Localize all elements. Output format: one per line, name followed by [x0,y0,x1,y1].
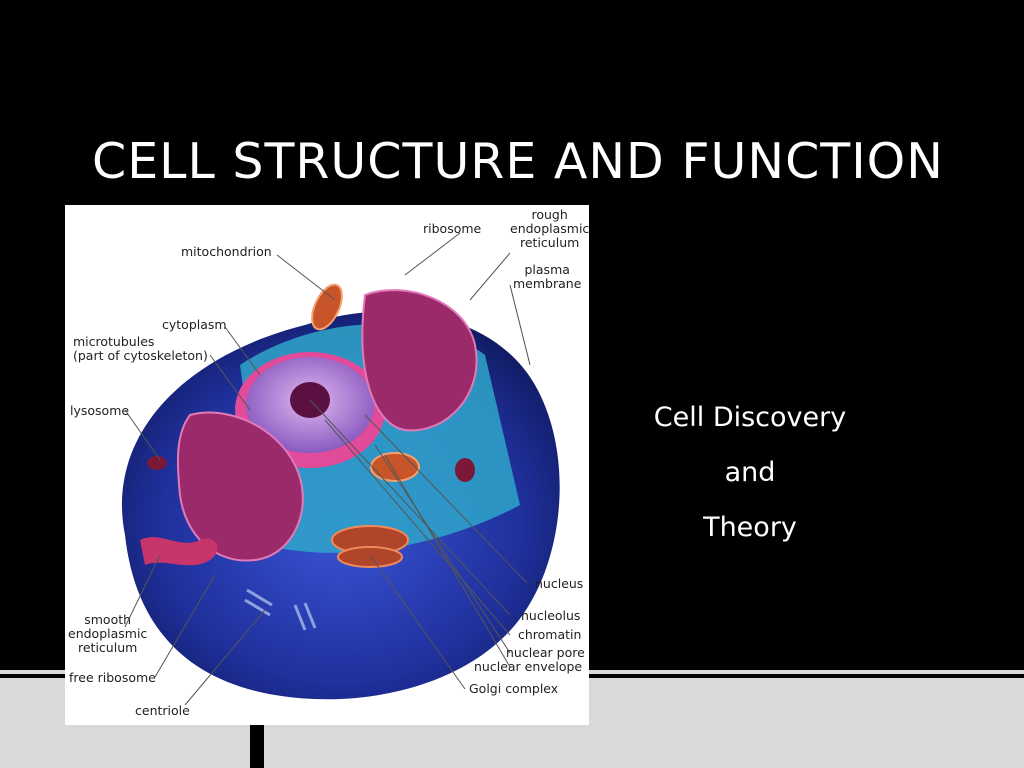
golgi-shape [331,525,409,568]
mitochondrion-shape [311,283,343,331]
lysosome-shape [147,456,167,470]
label-microtubules: microtubules (part of cytoskeleton) [73,334,208,363]
label-nucleolus: nucleolus [521,608,581,623]
cell-illustration [121,232,560,706]
label-golgi-complex: Golgi complex [469,681,559,696]
leader-lines [124,232,531,706]
label-centriole: centriole [135,703,190,718]
slide-title: CELL STRUCTURE AND FUNCTION [92,133,944,190]
label-smooth-er: smooth endoplasmic reticulum [68,612,148,655]
lysosome-shape-2 [455,458,475,482]
label-cytoplasm: cytoplasm [162,317,227,332]
label-lysosome: lysosome [70,403,130,418]
subtitle-line-2: and [724,457,776,488]
label-nuclear-envelope: nuclear envelope [474,659,583,674]
mitochondrion-shape-2 [370,452,420,482]
slide-subtitle: Cell Discovery and Theory [600,390,900,555]
label-plasma-membrane: plasma membrane [513,262,582,291]
label-nuclear-pore: nuclear pore [506,645,585,660]
cell-diagram-image: ribosome rough endoplasmic reticulum mit… [65,205,589,725]
label-free-ribosome: free ribosome [69,670,156,685]
smooth-er-shape [140,537,218,566]
label-chromatin: chromatin [518,627,582,642]
label-mitochondrion: mitochondrion [181,244,272,259]
label-rough-er: rough endoplasmic reticulum [510,207,589,250]
subtitle-line-3: Theory [703,512,797,543]
label-ribosome: ribosome [423,221,482,236]
rough-er-shape [176,289,478,562]
subtitle-line-1: Cell Discovery [653,402,847,433]
label-nucleus: nucleus [535,576,584,591]
centriole-shape [244,588,317,631]
